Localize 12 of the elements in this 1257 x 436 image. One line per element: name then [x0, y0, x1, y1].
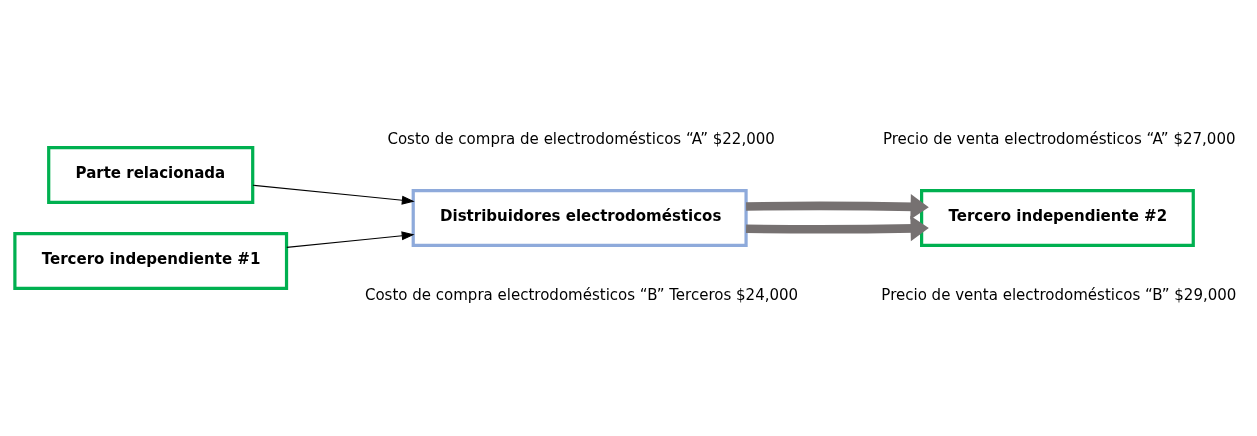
label: Precio de venta electrodomésticos “A” $27,000	[882, 129, 1236, 148]
arrow	[252, 184, 415, 205]
arrow	[286, 231, 415, 248]
node-box: Tercero independiente #1	[13, 231, 289, 290]
arrow	[746, 194, 929, 220]
label: Costo de compra de electrodomésticos “A” $22,000	[387, 129, 775, 148]
node-box: Tercero independiente #2	[920, 189, 1195, 247]
node-box: Distribuidores electrodomésticos	[411, 189, 748, 247]
node-box: Parte relacionada	[47, 146, 255, 205]
arrow	[746, 215, 929, 242]
label: Precio de venta electrodomésticos “B” $29,000	[881, 286, 1237, 305]
label: Costo de compra electrodomésticos “B” Terceros $24,000	[364, 286, 799, 305]
